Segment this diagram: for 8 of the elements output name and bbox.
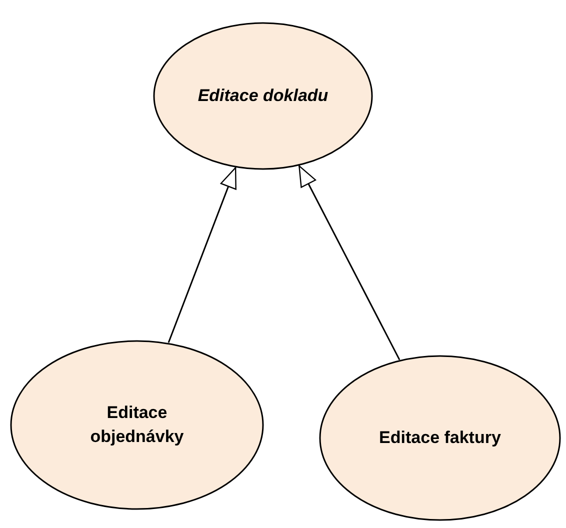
use-case-ellipse bbox=[10, 340, 264, 510]
use-case-ellipse bbox=[153, 22, 373, 170]
use-case-ellipse bbox=[319, 355, 561, 521]
use-case-label: Editace faktury bbox=[379, 427, 501, 449]
use-case-label: Editace objednávky bbox=[89, 402, 185, 448]
use-case-label: Editace dokladu bbox=[198, 85, 328, 107]
generalization-arrow bbox=[168, 167, 236, 343]
generalization-arrow bbox=[298, 165, 400, 360]
